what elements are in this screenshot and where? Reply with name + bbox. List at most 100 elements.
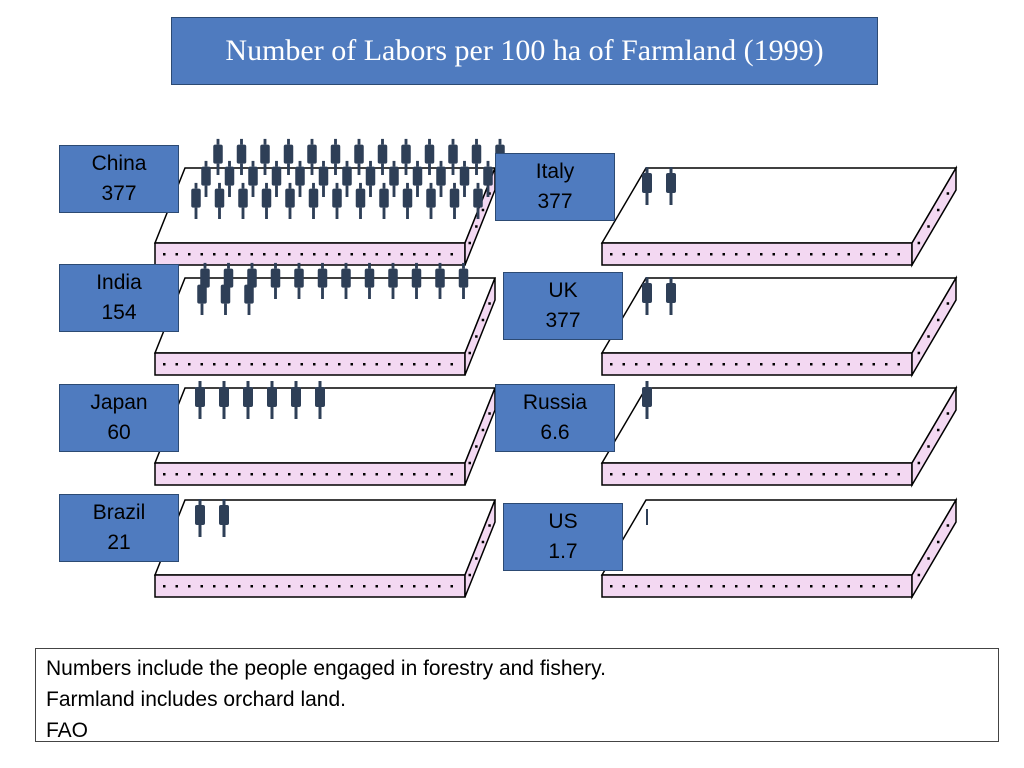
worker-figure <box>315 381 325 419</box>
worker-figure <box>458 262 469 299</box>
value-label: 377 <box>101 182 137 205</box>
worker-figure <box>201 160 211 197</box>
worker-figure <box>236 138 247 175</box>
worker-figure <box>642 381 652 419</box>
country-label-us: US 1.7 <box>503 503 623 571</box>
farmland-platform <box>153 499 497 598</box>
value-label: 377 <box>545 309 581 332</box>
country-name: China <box>91 152 147 175</box>
worker-figure <box>294 262 304 299</box>
worker-figure <box>283 138 294 175</box>
worker-figure <box>291 381 301 419</box>
worker-figure <box>243 381 253 419</box>
worker-figure <box>330 138 341 175</box>
worker-figure <box>435 262 445 299</box>
country-label-italy: Italy 377 <box>495 153 615 221</box>
worker-figures <box>642 277 676 315</box>
worker-figure <box>642 277 652 315</box>
worker-figure <box>388 262 398 299</box>
worker-figure <box>260 138 270 175</box>
worker-figure <box>261 182 272 219</box>
country-name: US <box>548 510 578 533</box>
farmland-platform <box>153 381 497 486</box>
worker-figure <box>267 381 277 419</box>
value-label: 377 <box>537 190 573 213</box>
pictograph-chart <box>153 138 958 600</box>
worker-figure <box>354 138 364 175</box>
worker-figure <box>308 182 319 219</box>
worker-figure <box>341 262 351 299</box>
worker-figure <box>424 138 435 175</box>
country-label-brazil: Brazil 21 <box>59 494 179 562</box>
worker-figure <box>270 262 281 299</box>
country-label-japan: Japan 60 <box>59 384 179 452</box>
worker-figure <box>317 262 328 299</box>
worker-figure <box>248 160 258 197</box>
chart-title: Number of Labors per 100 ha of Farmland … <box>171 17 878 85</box>
value-label: 154 <box>101 301 137 324</box>
worker-figure <box>342 160 352 197</box>
worker-figures <box>642 167 676 205</box>
worker-figure <box>191 182 201 219</box>
worker-figure <box>219 499 229 537</box>
country-name: UK <box>548 279 578 302</box>
worker-figure <box>483 160 493 197</box>
worker-figure <box>332 182 342 219</box>
worker-figure <box>412 160 423 197</box>
worker-figure <box>379 182 389 219</box>
value-label: 1.7 <box>548 540 578 563</box>
worker-figure <box>666 277 676 315</box>
country-name: Japan <box>90 391 148 414</box>
country-name: India <box>96 271 142 294</box>
worker-figure <box>195 499 205 537</box>
worker-figure <box>197 278 207 315</box>
worker-figures <box>195 499 229 537</box>
value-label: 60 <box>107 421 131 444</box>
worker-figure <box>195 381 205 419</box>
value-label: 21 <box>107 531 131 554</box>
worker-figure <box>238 182 248 219</box>
farmland-platform <box>600 165 958 268</box>
country-label-china: China 377 <box>59 145 179 213</box>
worker-figure <box>401 138 411 175</box>
worker-figure <box>220 278 231 315</box>
country-name: Brazil <box>92 501 146 524</box>
worker-figure <box>224 160 235 197</box>
worker-figure <box>364 262 375 299</box>
farmland-platform <box>600 497 958 600</box>
worker-figure <box>318 160 329 197</box>
worker-figure <box>365 160 376 197</box>
worker-figure <box>285 182 295 219</box>
worker-figure <box>473 182 483 219</box>
note-line: FAO <box>46 719 89 742</box>
worker-figure <box>355 182 366 219</box>
worker-figures <box>191 138 505 219</box>
notes-box: Numbers include the people engaged in fo… <box>35 648 999 742</box>
worker-figure <box>307 138 317 175</box>
worker-figure <box>214 182 225 219</box>
worker-figure <box>213 138 223 175</box>
country-name: Russia <box>522 391 588 414</box>
worker-figures <box>197 262 469 315</box>
worker-figure <box>389 160 399 197</box>
farmland-platform <box>600 381 958 488</box>
worker-figure <box>471 138 482 175</box>
country-label-uk: UK 377 <box>503 272 623 340</box>
farmland-platform <box>600 275 958 378</box>
worker-figure <box>448 138 458 175</box>
worker-figure <box>426 182 436 219</box>
worker-figure <box>459 160 470 197</box>
worker-figure <box>436 160 446 197</box>
country-label-india: India 154 <box>59 264 179 332</box>
worker-figure <box>295 160 305 197</box>
worker-figures <box>646 509 648 525</box>
worker-figure <box>377 138 388 175</box>
farmland-platform <box>153 262 497 376</box>
worker-figure <box>449 182 460 219</box>
country-label-russia: Russia 6.6 <box>495 384 615 452</box>
country-name: Italy <box>535 160 575 183</box>
worker-figure <box>642 167 652 205</box>
worker-figure <box>411 262 422 299</box>
worker-figure <box>666 167 676 205</box>
value-label: 6.6 <box>540 421 570 444</box>
